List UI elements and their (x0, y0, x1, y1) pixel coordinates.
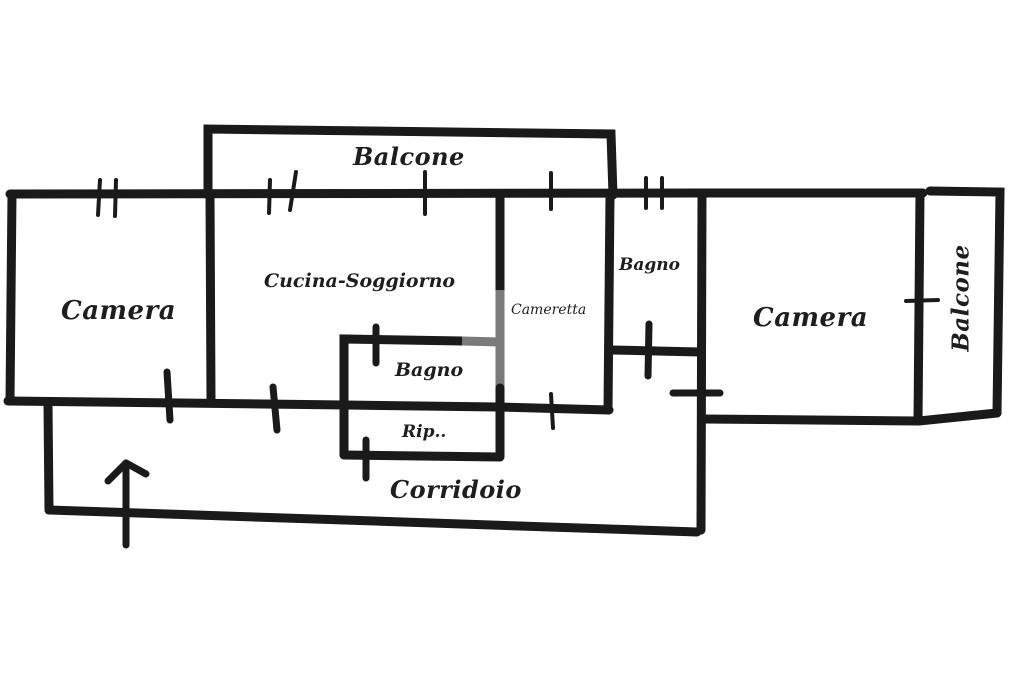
door-mark (644, 320, 653, 380)
wall-bagno-right-bottom (607, 345, 705, 357)
window-mark (904, 298, 940, 303)
wall-top-main (5, 188, 928, 199)
door-mark (163, 368, 174, 424)
wall-corridoio-bottom (44, 505, 702, 537)
door-mark (269, 383, 281, 434)
door-mark (549, 392, 555, 430)
room-label-bagno-right: Bagno (619, 255, 680, 275)
room-label-camera-right: Camera (753, 303, 869, 333)
wall-camera-balcone (913, 188, 925, 426)
window-mark (644, 176, 664, 210)
wall-bagno-right-camera (696, 188, 707, 535)
wall-camera-right-bottom (698, 408, 1002, 426)
wall-corridoio-left (43, 400, 54, 515)
wall-bagno-center-top-partial (461, 336, 501, 347)
entrance-arrow-icon (104, 459, 150, 549)
wall-camera-left (5, 189, 17, 406)
room-label-balcone-right: Balcone (947, 244, 975, 352)
wall-balcone-top (203, 124, 618, 200)
room-label-balcone-top: Balcone (353, 142, 465, 171)
room-label-cucina-soggiorno: Cucina-Soggiorno (264, 270, 456, 292)
wall-balcone-right (925, 186, 1005, 418)
room-label-corridoio: Corridoio (390, 475, 522, 504)
wall-rip-bottom (339, 450, 505, 462)
room-label-ripostiglio: Rip.. (402, 422, 447, 442)
room-label-camera-left: Camera (61, 296, 177, 326)
room-label-bagno-center: Bagno (395, 359, 464, 381)
wall-camera-cucina (205, 189, 216, 405)
window-mark (96, 178, 118, 218)
room-label-cameretta: Cameretta (511, 302, 587, 318)
window-mark (267, 170, 298, 215)
wall-cameretta-right (603, 190, 615, 415)
wall-bagno-center-top (339, 334, 467, 460)
wall-middle (3, 396, 614, 415)
